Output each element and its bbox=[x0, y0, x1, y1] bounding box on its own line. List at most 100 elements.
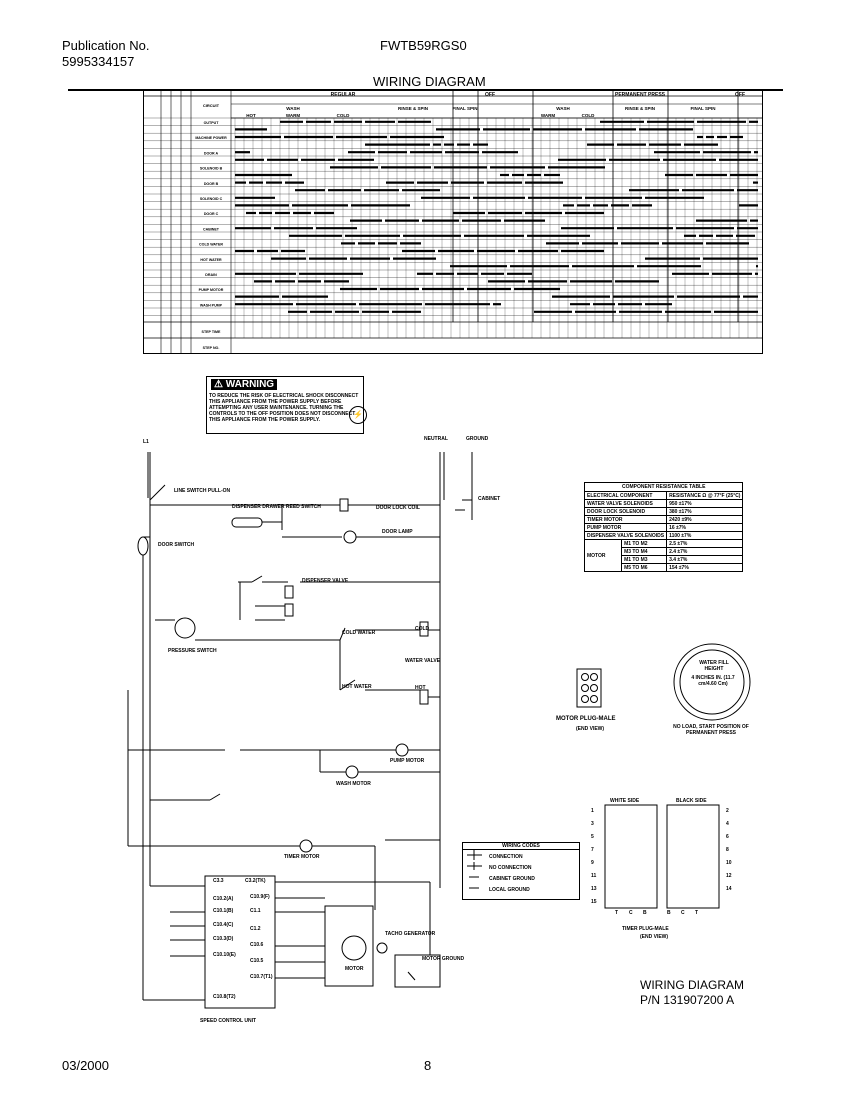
chart-section-label: WASH bbox=[556, 106, 570, 111]
timer-plug-pin-number: 6 bbox=[726, 834, 729, 840]
white-side-label: WHITE SIDE bbox=[610, 798, 640, 804]
title-rule bbox=[68, 89, 783, 91]
component-resistance-table: COMPONENT RESISTANCE TABLE ELECTRICAL CO… bbox=[583, 482, 744, 572]
wiring-codes-title: WIRING CODES bbox=[463, 843, 579, 850]
fill-height-value: 4 INCHES IN. (11.7 cm/4.60 Cm) bbox=[691, 675, 735, 687]
chart-group-label: OFF bbox=[735, 92, 745, 98]
chart-row-label: CABINET bbox=[203, 227, 220, 231]
shock-icon: ⚡ bbox=[349, 406, 367, 424]
label-terminal: C1.1 bbox=[250, 908, 261, 914]
chart-section-label: FINAL SPIN bbox=[691, 106, 716, 111]
no-load-note: NO LOAD, START POSITION OF PERMANENT PRE… bbox=[673, 724, 749, 736]
label-tacho: TACHO GENERATOR bbox=[385, 931, 436, 937]
label-ground: GROUND bbox=[466, 436, 489, 442]
schematic-wires bbox=[127, 452, 473, 1009]
chart-footer-label: STEP NO. bbox=[203, 346, 220, 350]
chart-temp-label: WARM bbox=[286, 113, 300, 118]
chart-group-label: OFF bbox=[485, 92, 495, 98]
label-cold-water: COLD WATER bbox=[342, 630, 376, 636]
fill-height-gauge bbox=[673, 643, 751, 721]
label-terminal: C10.5 bbox=[250, 958, 264, 964]
wiring-codes-legend: WIRING CODES CONNECTION NO CONNECTION CA… bbox=[462, 842, 580, 900]
warning-box: ⚠ WARNING TO REDUCE THE RISK OF ELECTRIC… bbox=[206, 376, 364, 434]
label-speed-control: SPEED CONTROL UNIT bbox=[200, 1018, 256, 1024]
chart-row-label: PUMP MOTOR bbox=[199, 288, 224, 292]
label-terminal: C10.10(E) bbox=[213, 952, 236, 958]
label-terminal: C10.8(T2) bbox=[213, 994, 236, 1000]
timer-plug-pin-number: 10 bbox=[726, 860, 732, 866]
label-terminal: C1.2 bbox=[250, 926, 261, 932]
diagram-title: WIRING DIAGRAM bbox=[640, 978, 744, 992]
motor-plug-view: (END VIEW) bbox=[576, 726, 605, 732]
chart-temp-label: HOT bbox=[246, 113, 256, 118]
black-side-label: BLACK SIDE bbox=[676, 798, 707, 804]
label-cabinet: CABINET bbox=[478, 496, 500, 502]
diagram-part-number: P/N 131907200 A bbox=[640, 993, 735, 1007]
label-door-switch: DOOR SWITCH bbox=[158, 542, 194, 548]
label-wash-motor: WASH MOTOR bbox=[336, 781, 371, 787]
publication-number: 5995334157 bbox=[62, 54, 135, 69]
label-terminal: C10.4(C) bbox=[213, 922, 234, 928]
label-terminal: C10.2(A) bbox=[213, 896, 234, 902]
label-terminal: C10.9(F) bbox=[250, 894, 270, 900]
timer-plug-bottom-label: B bbox=[643, 910, 647, 916]
timer-plug-pin-number: 7 bbox=[591, 847, 594, 853]
label-door-lamp: DOOR LAMP bbox=[382, 529, 413, 535]
chart-section-label: WASH bbox=[286, 106, 300, 111]
footer-date: 03/2000 bbox=[62, 1058, 109, 1073]
label-motor-ground: MOTOR GROUND bbox=[422, 956, 465, 962]
label-line-switch: LINE SWITCH PULL-ON bbox=[174, 488, 230, 494]
chart-group-label: REGULAR bbox=[331, 92, 356, 98]
label-cold: COLD bbox=[415, 626, 430, 632]
motor-plug bbox=[576, 668, 602, 708]
label-door-lock-coil: DOOR LOCK COIL bbox=[376, 505, 420, 511]
chart-temp-label: WARM bbox=[541, 113, 555, 118]
timer-plug-pin-number: 3 bbox=[591, 821, 594, 827]
chart-row-label: SOLENOID B bbox=[200, 167, 223, 171]
label-timer-motor: TIMER MOTOR bbox=[284, 854, 320, 860]
timer-plug-label: TIMER PLUG-MALE bbox=[622, 926, 669, 932]
timer-plug-pin-number: 9 bbox=[591, 860, 594, 866]
wiring-code-item: LOCAL GROUND bbox=[489, 887, 530, 893]
timer-plug-pin-number: 2 bbox=[726, 808, 729, 814]
label-hot-water: HOT WATER bbox=[342, 684, 372, 690]
label-terminal: C10.3(D) bbox=[213, 936, 234, 942]
label-terminal: C10.6 bbox=[250, 942, 264, 948]
fill-height-label: WATER FILL HEIGHT bbox=[699, 660, 729, 672]
timer-plug-pin-number: 4 bbox=[726, 821, 729, 827]
timer-plug-pin-number: 5 bbox=[591, 834, 594, 840]
label-terminal: C10.1(B) bbox=[213, 908, 234, 914]
label-l1: L1 bbox=[143, 439, 149, 445]
label-dispenser-valve: DISPENSER VALVE bbox=[302, 578, 349, 584]
timer-plug-pin-number: 14 bbox=[726, 886, 732, 892]
label-terminal: C3.3 bbox=[213, 878, 224, 884]
label-terminal: C3.2(TK) bbox=[245, 878, 266, 884]
chart-section-label: FINAL SPIN bbox=[453, 106, 478, 111]
table-header-component: ELECTRICAL COMPONENT bbox=[583, 491, 668, 500]
chart-section-label: RINSE & SPIN bbox=[625, 106, 655, 111]
chart-grid bbox=[143, 90, 763, 354]
timer-plug-bottom-label: B bbox=[667, 910, 671, 916]
chart-footer-label: STEP TIME bbox=[202, 330, 222, 334]
chart-row-label: MACHINE POWER bbox=[195, 136, 227, 140]
label-pump-motor: PUMP MOTOR bbox=[390, 758, 425, 764]
chart-row-label: OUTPUT bbox=[204, 121, 220, 125]
warning-text: TO REDUCE THE RISK OF ELECTRICAL SHOCK D… bbox=[209, 393, 359, 423]
table-header-resistance: RESISTANCE Ω @ 77°F (25°C) bbox=[666, 491, 744, 500]
timer-plug bbox=[604, 804, 720, 909]
timer-plug-pin-number: 1 bbox=[591, 808, 594, 814]
chart-temp-label: COLD bbox=[582, 113, 595, 118]
model-number: FWTB59RGS0 bbox=[380, 38, 467, 53]
label-hot: HOT bbox=[415, 685, 426, 691]
publication-label: Publication No. bbox=[62, 38, 150, 53]
timer-plug-bottom-label: C bbox=[681, 910, 685, 916]
wiring-code-item: CONNECTION bbox=[489, 854, 523, 860]
